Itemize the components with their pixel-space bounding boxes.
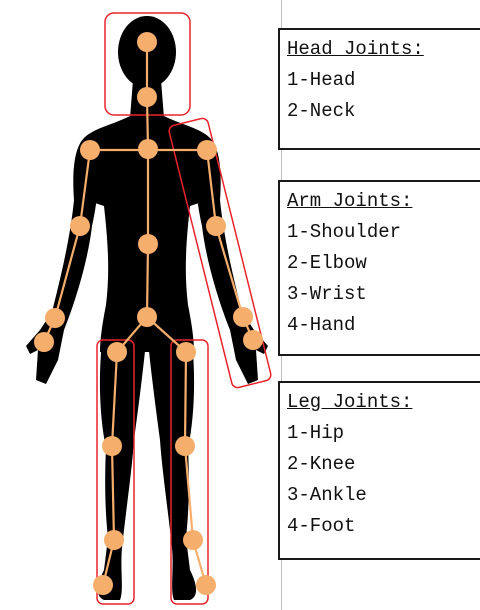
joint-right-foot — [196, 575, 216, 595]
joint-left-ankle — [104, 530, 124, 550]
joint-left-elbow — [70, 216, 90, 236]
joint-left-shoulder — [80, 140, 100, 160]
joint-left-wrist — [45, 308, 65, 328]
shoulder-joint-item: 1-Shoulder — [287, 217, 480, 248]
joint-right-hand — [243, 330, 263, 350]
joint-right-knee — [175, 436, 195, 456]
hand-joint-item: 4-Hand — [287, 310, 480, 341]
joint-pelvis — [137, 307, 157, 327]
joint-right-shoulder — [197, 140, 217, 160]
elbow-joint-item: 2-Elbow — [287, 248, 480, 279]
head-joints-title: Head Joints: — [287, 34, 480, 65]
arm-joints-title: Arm Joints: — [287, 186, 480, 217]
head-joints-legend: Head Joints: 1-Head 2-Neck — [278, 28, 480, 150]
hip-joint-item: 1-Hip — [287, 418, 480, 449]
body-skeleton-diagram — [0, 0, 282, 610]
bone-spine-pelvis — [147, 244, 148, 317]
joint-right-elbow — [206, 216, 226, 236]
joint-spine — [138, 234, 158, 254]
knee-joint-item: 2-Knee — [287, 449, 480, 480]
silhouette-right-leg — [148, 342, 196, 600]
leg-joints-legend: Leg Joints: 1-Hip 2-Knee 3-Ankle 4-Foot — [278, 381, 480, 560]
joint-neck — [137, 87, 157, 107]
ankle-joint-item: 3-Ankle — [287, 480, 480, 511]
joint-left-knee — [102, 436, 122, 456]
wrist-joint-item: 3-Wrist — [287, 279, 480, 310]
joint-right-ankle — [183, 530, 203, 550]
joint-left-hip — [107, 342, 127, 362]
silhouette-left-leg — [98, 342, 146, 600]
foot-joint-item: 4-Foot — [287, 511, 480, 542]
joint-left-hand — [34, 332, 54, 352]
neck-joint-item: 2-Neck — [287, 96, 480, 127]
joint-head — [137, 32, 157, 52]
joint-chest — [138, 139, 158, 159]
joint-left-foot — [93, 575, 113, 595]
head-joint-item: 1-Head — [287, 65, 480, 96]
joint-right-hip — [176, 342, 196, 362]
joint-right-wrist — [233, 307, 253, 327]
arm-joints-legend: Arm Joints: 1-Shoulder 2-Elbow 3-Wrist 4… — [278, 180, 480, 356]
leg-joints-title: Leg Joints: — [287, 387, 480, 418]
bone-right-thigh — [185, 352, 186, 446]
